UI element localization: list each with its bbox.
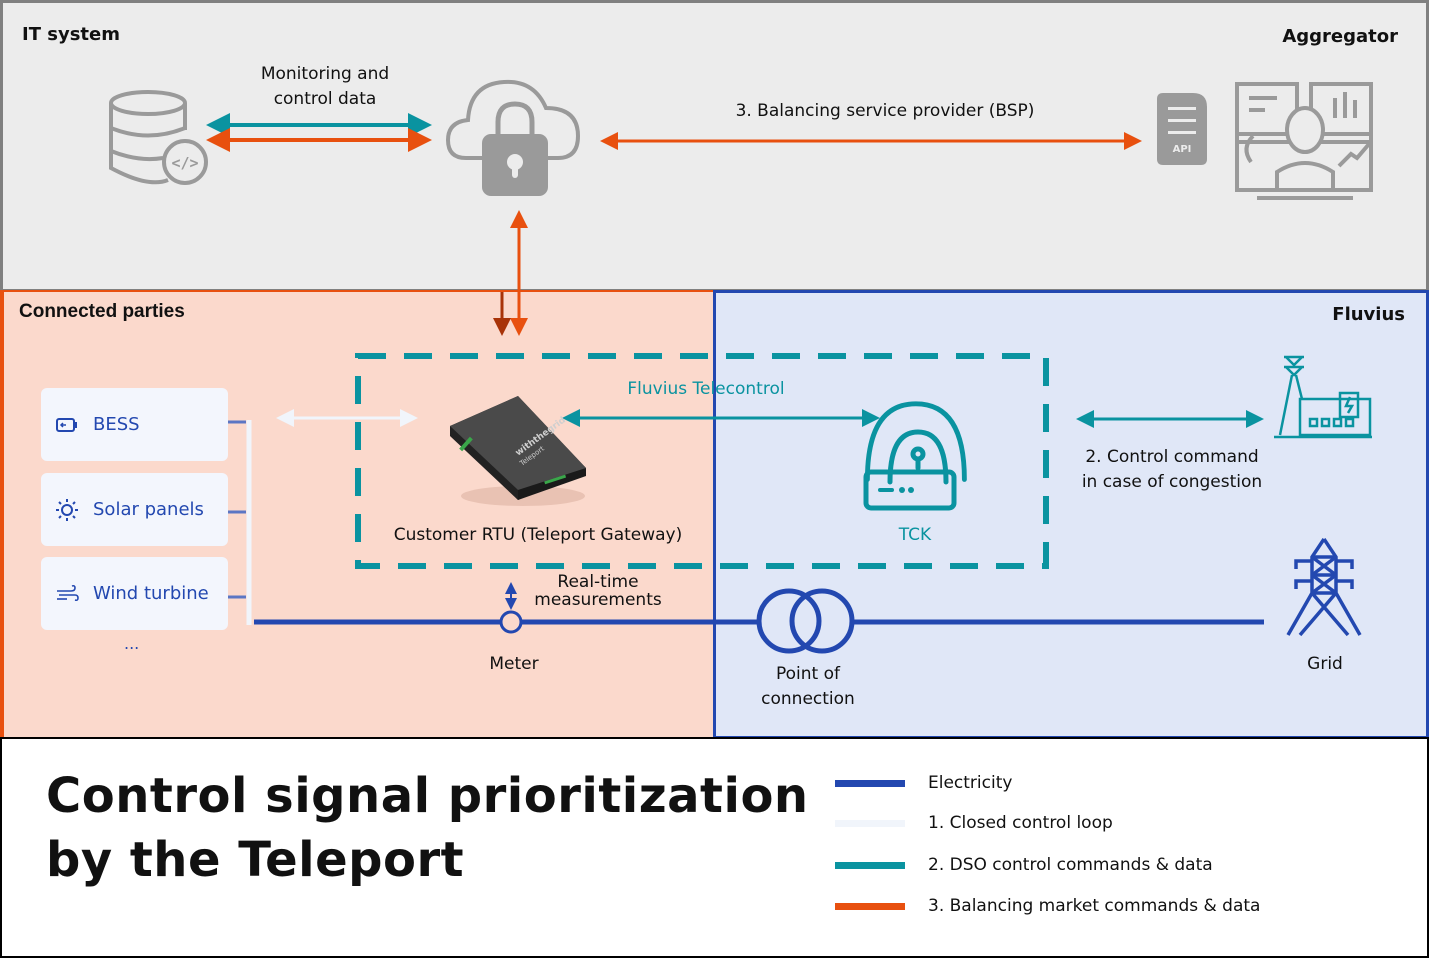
- wind-icon: [57, 584, 79, 601]
- operator-dashboard-icon: [1235, 82, 1373, 200]
- footer-panel: [0, 737, 1429, 958]
- tck-router-icon: [863, 401, 967, 511]
- realtime-line1: Real-time: [557, 572, 639, 592]
- bsp-label: 3. Balancing service provider (BSP): [735, 101, 1035, 121]
- asset-card-wind[interactable]: Wind turbine: [41, 557, 228, 630]
- api-document-icon: API: [1157, 93, 1207, 165]
- asset-card-bess[interactable]: BESS: [41, 388, 228, 461]
- legend-label: Electricity: [928, 773, 1013, 793]
- telecontrol-box: [355, 353, 1049, 569]
- legend-item-electricity: Electricity: [835, 773, 1012, 793]
- tck-label: TCK: [898, 525, 932, 545]
- legend-item-dso: 2. DSO control commands & data: [835, 855, 1213, 875]
- it-system-title: IT system: [22, 24, 120, 45]
- svg-text:</>: </>: [171, 154, 198, 172]
- api-label: API: [1173, 144, 1192, 155]
- asset-label: Wind turbine: [93, 583, 209, 604]
- telecontrol-label: Fluvius Telecontrol: [627, 379, 785, 399]
- asset-label: BESS: [93, 414, 140, 435]
- legend-item-closed-loop: 1. Closed control loop: [835, 813, 1113, 833]
- legend-swatch-closed-loop: [835, 819, 905, 827]
- legend-swatch-electricity: [835, 779, 905, 787]
- legend-swatch-dso: [835, 861, 905, 869]
- database-code-icon: </>: [109, 90, 208, 185]
- teleport-device-image: withthegrid Teleport: [450, 396, 586, 506]
- diagram-title: Control signal prioritization by the Tel…: [46, 764, 809, 892]
- power-plant-icon: [1274, 355, 1372, 439]
- control-command-label: 2. Control command in case of congestion: [1062, 445, 1282, 495]
- meter-label: Meter: [489, 654, 539, 674]
- rtu-label: Customer RTU (Teleport Gateway): [393, 525, 683, 545]
- grid-tower-icon: [1286, 538, 1362, 637]
- asset-card-solar[interactable]: Solar panels: [41, 473, 228, 546]
- point-of-connection-label: Point of connection: [740, 662, 876, 712]
- legend-label: 1. Closed control loop: [928, 813, 1113, 833]
- legend-item-balancing: 3. Balancing market commands & data: [835, 896, 1260, 916]
- monitoring-label-line1: Monitoring and: [260, 64, 390, 84]
- legend-swatch-balancing: [835, 902, 905, 910]
- meter-icon: [499, 610, 523, 634]
- poc-line2: connection: [761, 689, 855, 709]
- battery-icon: [56, 417, 77, 432]
- connected-parties-title: Connected parties: [19, 301, 185, 322]
- monitoring-label: Monitoring and control data: [240, 62, 410, 112]
- fluvius-title: Fluvius: [1332, 304, 1405, 325]
- asset-label: Solar panels: [93, 499, 204, 520]
- transformer-icon: [756, 588, 822, 654]
- diagram-title-line2: by the Teleport: [46, 832, 465, 888]
- control-command-line1: 2. Control command: [1085, 447, 1259, 467]
- fluvius-panel: [713, 290, 1429, 739]
- grid-label: Grid: [1307, 654, 1343, 674]
- more-assets: ...: [124, 634, 140, 653]
- legend-label: 3. Balancing market commands & data: [928, 896, 1261, 916]
- aggregator-title: Aggregator: [1282, 26, 1398, 47]
- realtime-line2: measurements: [534, 590, 662, 610]
- realtime-label: Real-time measurements: [520, 573, 676, 609]
- sun-icon: [56, 498, 78, 521]
- cloud-lock-icon: [445, 79, 581, 196]
- legend-label: 2. DSO control commands & data: [928, 855, 1213, 875]
- diagram-title-line1: Control signal prioritization: [46, 768, 809, 824]
- control-command-line2: in case of congestion: [1081, 472, 1263, 492]
- monitoring-label-line2: control data: [273, 89, 377, 109]
- poc-line1: Point of: [776, 664, 840, 684]
